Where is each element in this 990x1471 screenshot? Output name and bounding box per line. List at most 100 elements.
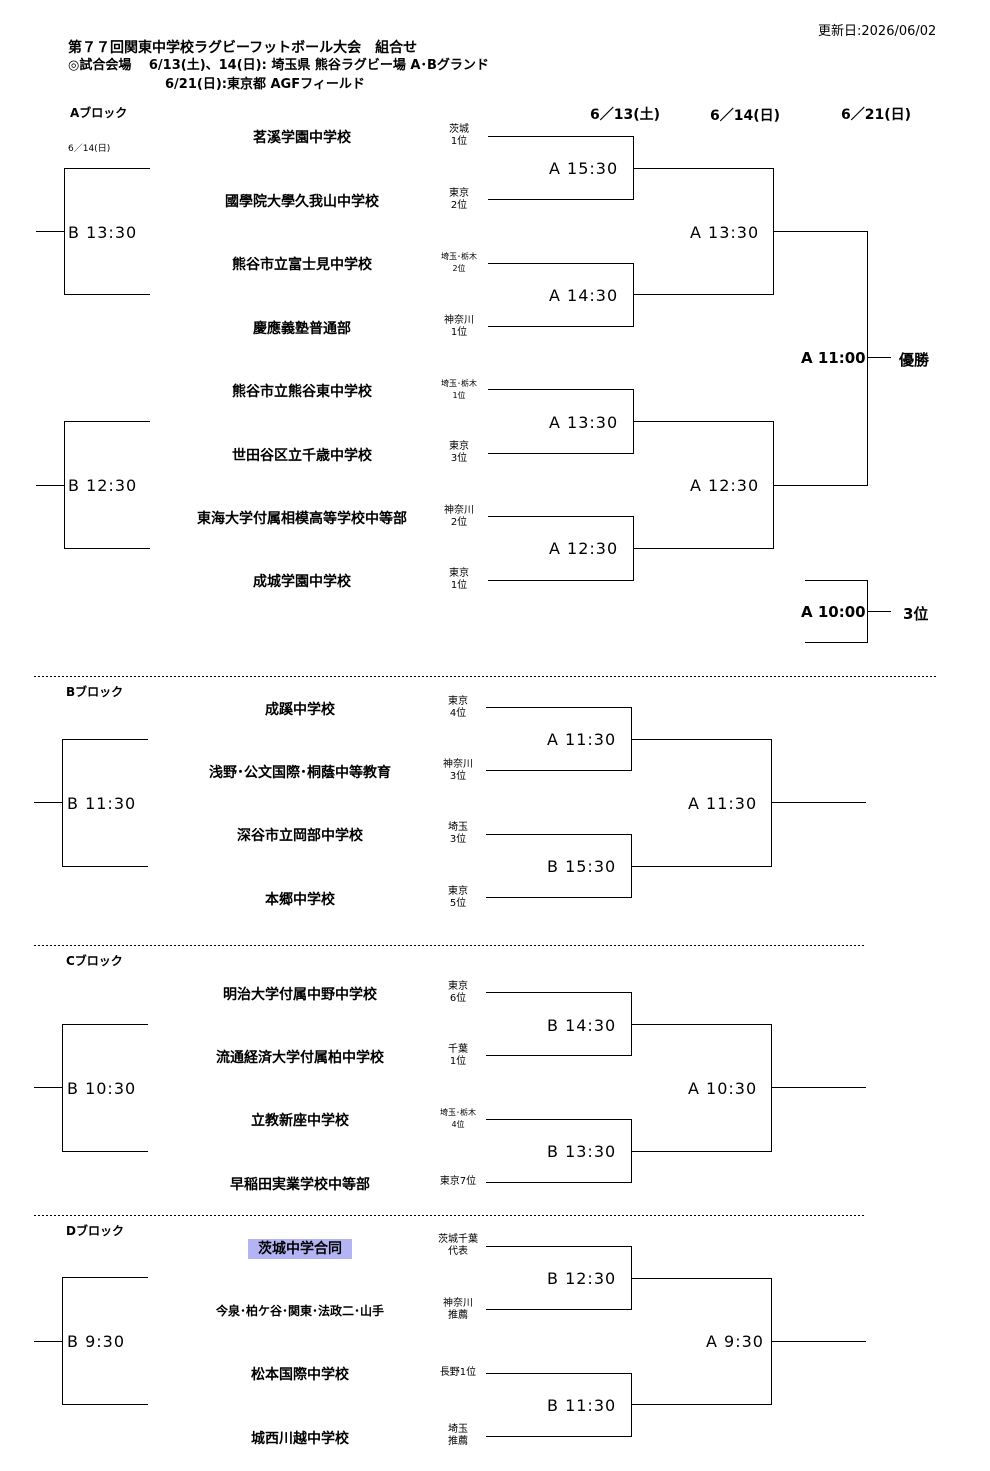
team-a1: 茗溪学園中学校 [253,130,351,146]
team-a7: 東海大学付属相模高等学校中等部 [197,511,407,527]
block-label-d: Dブロック [66,1224,124,1238]
bracket-a-side-1 [64,168,150,295]
match-b-r2-1: A 11:30 [688,794,758,813]
block-a-date: 6／14(日) [68,144,111,154]
match-c-r1-2: B 13:30 [547,1142,617,1161]
team-b3: 深谷市立岡部中学校 [237,828,363,844]
bracket-b-r2-1 [631,739,772,867]
match-a-r1-3: A 13:30 [549,413,619,432]
final-match: A 11:00 [801,349,866,367]
match-a-r1-4: A 12:30 [549,539,619,558]
bracket-a-r1-4 [488,516,634,581]
team-a8: 成城学園中学校 [253,574,351,590]
match-a-r1-1: A 15:30 [549,159,619,178]
column-date-1: 6／13(土) [589,107,661,123]
seed-d1: 茨城千葉代表 [438,1234,478,1257]
bracket-a-r2-2 [633,421,774,549]
match-a-side-1: B 13:30 [68,223,138,242]
bracket-a-r1-1 [488,136,634,200]
block-label-c: Cブロック [66,954,123,968]
match-c-side-1: B 10:30 [67,1079,137,1098]
updated-date: 更新日:2026/06/02 [818,24,937,39]
seed-d2: 神奈川推薦 [443,1298,473,1321]
venue-line-1: ◎試合会場 6/13(土)、14(日): 埼玉県 熊谷ラグビー場 A･Bグランド [68,58,489,73]
bracket-c-r1-2 [486,1119,632,1183]
team-d3: 松本国際中学校 [251,1367,349,1383]
bracket-third-place [805,580,868,643]
seed-d4: 埼玉推薦 [448,1424,468,1447]
bracket-a-r1-3 [488,389,634,454]
match-d-r1-2: B 11:30 [547,1396,617,1415]
team-d2: 今泉･柏ケ谷･関東･法政二･山手 [215,1304,384,1318]
third-place-label: 3位 [903,605,929,623]
team-d1: 茨城中学合同 [150,1238,450,1259]
team-c3: 立教新座中学校 [251,1113,349,1129]
bracket-d-r1-2 [486,1373,632,1437]
page-title: 第７７回関東中学校ラグビーフットボール大会 組合せ [68,40,418,56]
bracket-d-r2-1 [631,1278,772,1405]
column-date-2: 6／14(日) [709,108,781,124]
team-a2: 國學院大學久我山中学校 [225,194,379,210]
bracket-b-side-1 [62,739,148,867]
match-b-side-1: B 11:30 [67,794,137,813]
bracket-a-side-2 [64,421,150,549]
match-c-r1-1: B 14:30 [547,1016,617,1035]
bracket-a-r2-1 [633,168,774,295]
team-a3: 熊谷市立富士見中学校 [232,257,372,273]
match-a-r1-2: A 14:30 [549,286,619,305]
team-c4: 早稲田実業学校中等部 [230,1177,370,1193]
team-a4: 慶應義塾普通部 [253,321,351,337]
match-a-r2-1: A 13:30 [690,223,760,242]
block-label-a: Aブロック [70,106,128,120]
team-a5: 熊谷市立熊谷東中学校 [232,384,372,400]
bracket-c-r2-1 [631,1024,772,1152]
team-b4: 本郷中学校 [265,892,335,908]
match-b-r1-1: A 11:30 [547,730,617,749]
block-label-b: Bブロック [66,685,124,699]
match-d-r1-1: B 12:30 [547,1269,617,1288]
bracket-b-r1-2 [486,834,632,898]
bracket-c-r1-1 [486,992,632,1056]
seed-d3: 長野1位 [439,1367,477,1378]
venue-line-2: 6/21(日):東京都 AGFフィールド [165,77,365,92]
bracket-c-side-1 [62,1024,148,1152]
team-b1: 成蹊中学校 [265,702,335,718]
match-b-r1-2: B 15:30 [547,857,617,876]
third-place-match: A 10:00 [801,603,866,621]
match-c-r2-1: A 10:30 [688,1079,758,1098]
champion-label: 優勝 [899,351,930,369]
team-d1-highlight: 茨城中学合同 [248,1239,352,1259]
column-date-3: 6／21(日) [840,107,912,123]
match-a-r2-2: A 12:30 [690,476,760,495]
bracket-d-r1-1 [486,1246,632,1310]
team-c1: 明治大学付属中野中学校 [223,987,377,1003]
team-d4: 城西川越中学校 [251,1431,349,1447]
bracket-a-r1-2 [488,263,634,327]
bracket-b-r1-1 [486,707,632,771]
match-d-r2-1: A 9:30 [706,1332,764,1351]
bracket-d-side-1 [62,1277,148,1405]
match-a-side-2: B 12:30 [68,476,138,495]
team-a6: 世田谷区立千歳中学校 [232,448,372,464]
team-c2: 流通経済大学付属柏中学校 [216,1050,384,1066]
match-d-side-1: B 9:30 [67,1332,125,1351]
seed-c4: 東京7位 [439,1176,477,1187]
team-b2: 浅野･公文国際･桐蔭中等教育 [209,765,391,781]
bracket-a-final [773,231,868,486]
